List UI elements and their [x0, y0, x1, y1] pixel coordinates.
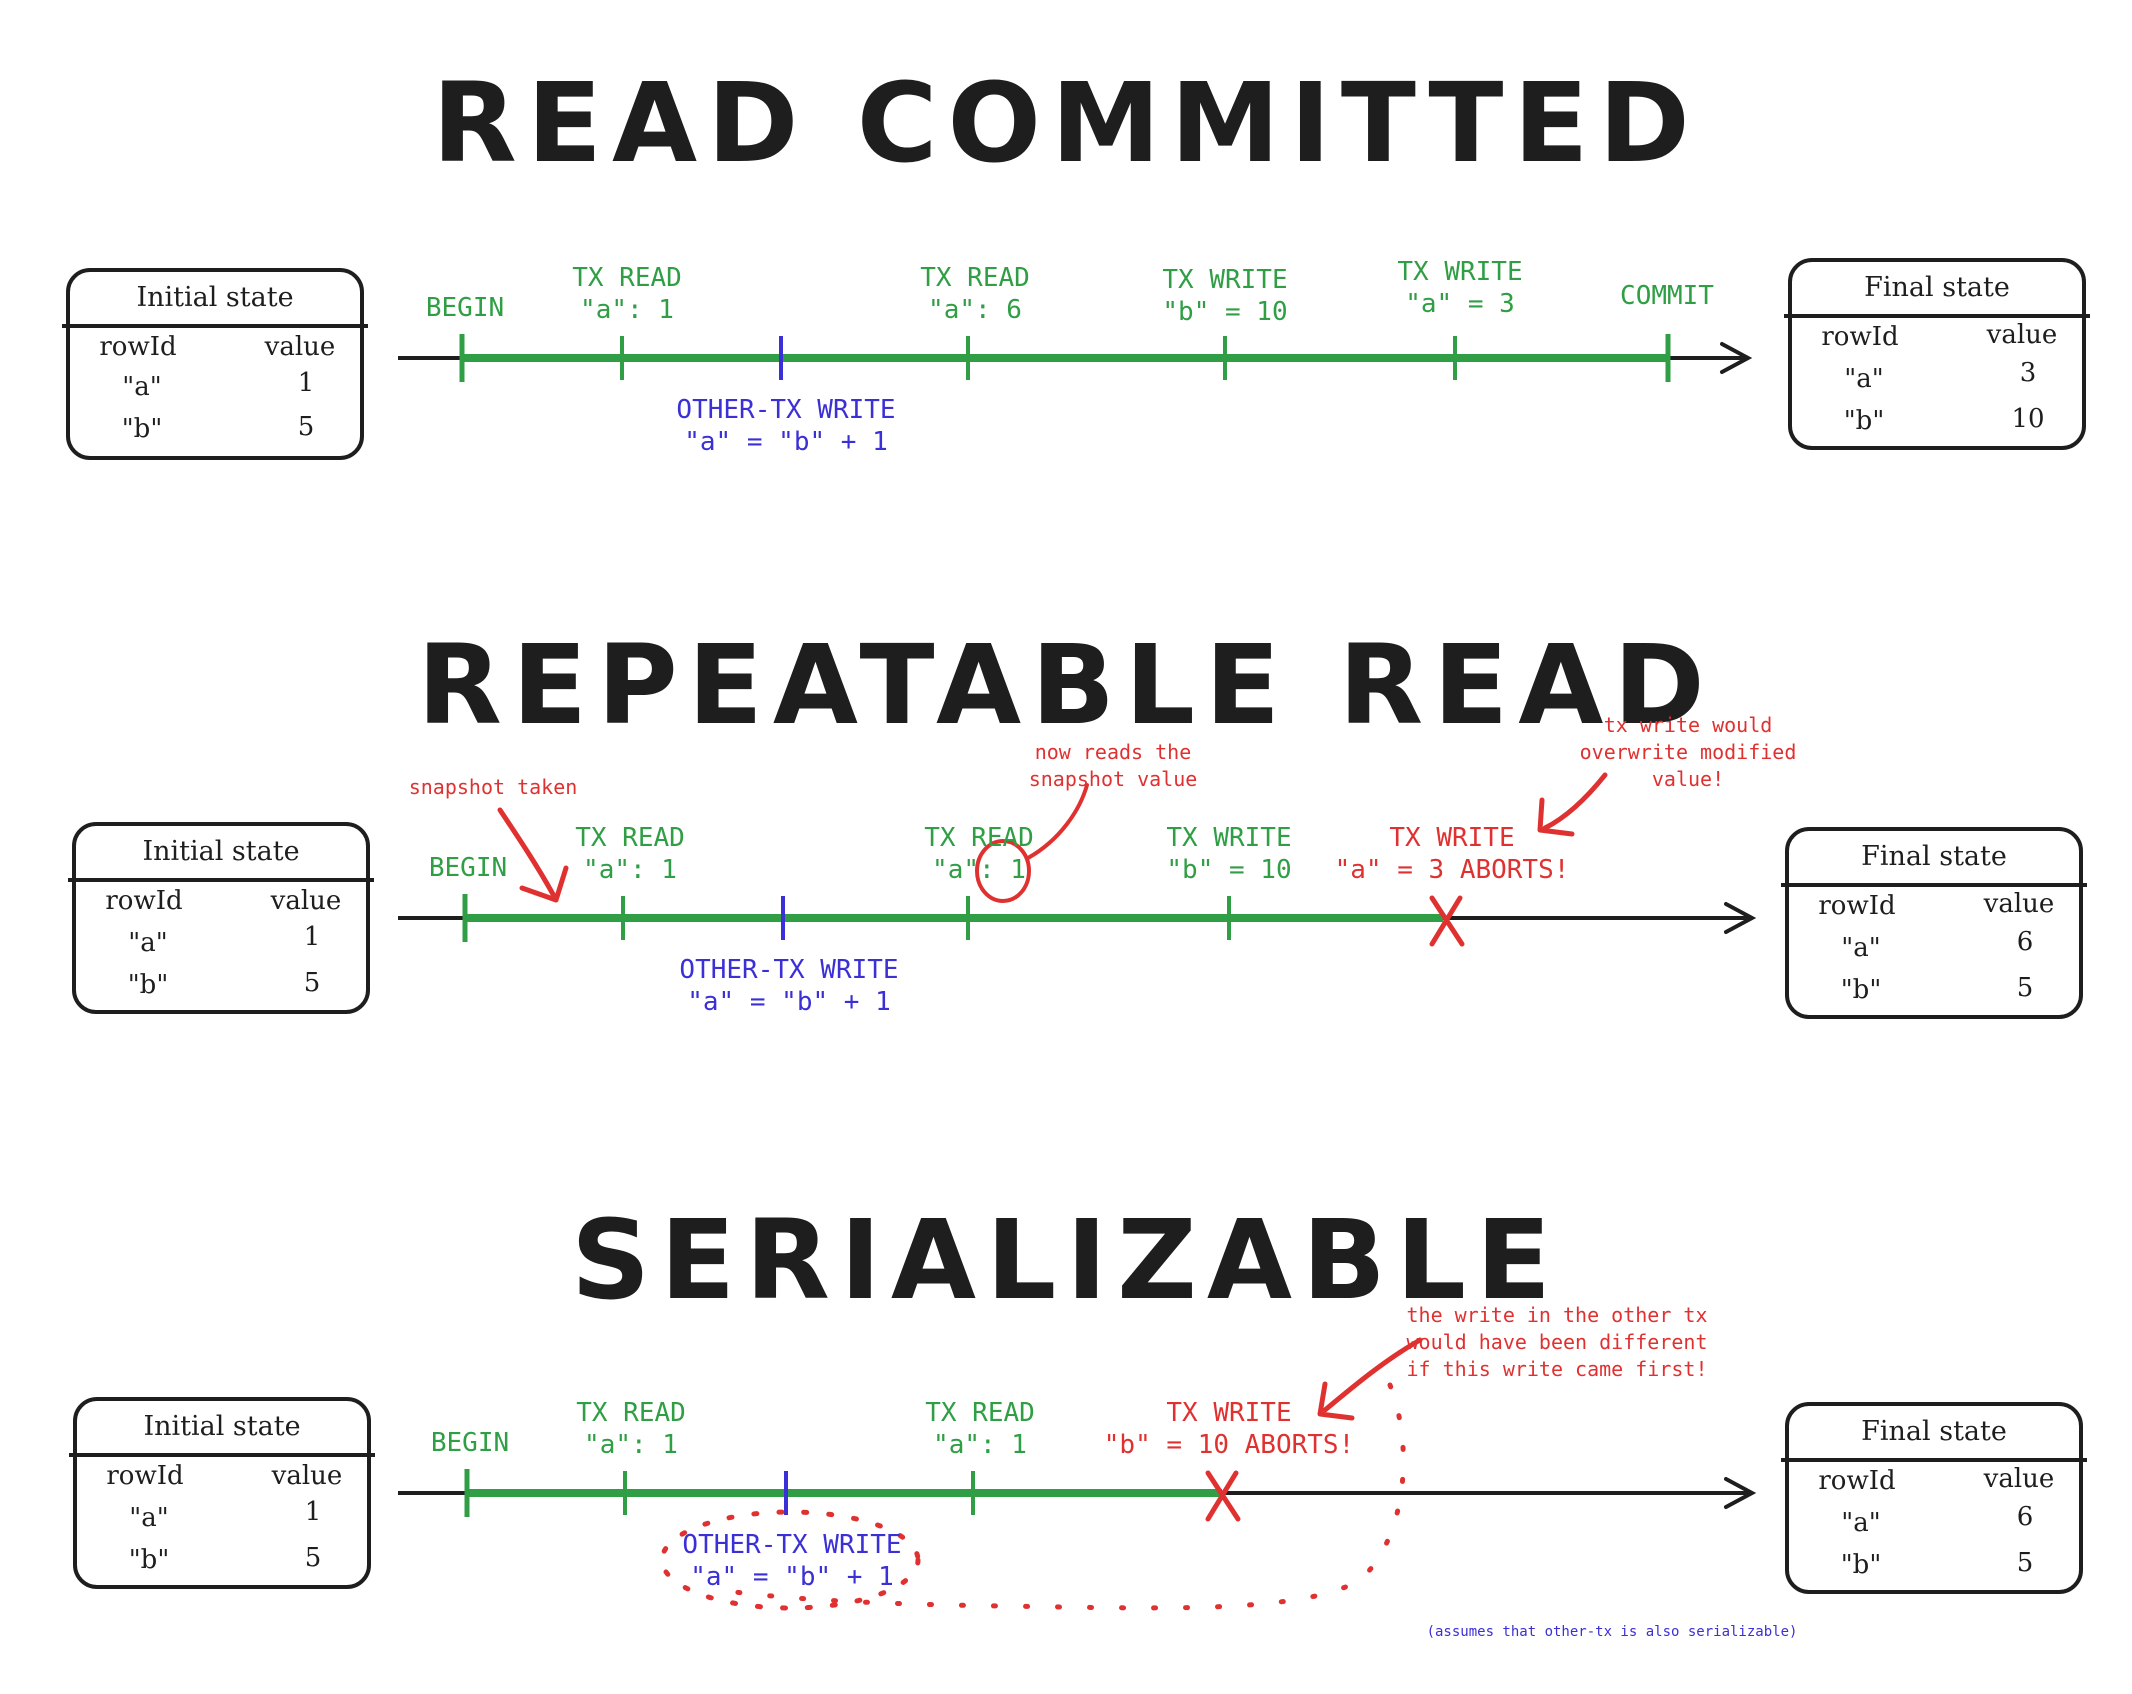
row-id: "a" — [128, 928, 168, 958]
row-value: 6 — [2016, 1502, 2034, 1532]
row-id: "b" — [1840, 975, 1882, 1005]
row-id: "b" — [1840, 1550, 1882, 1580]
column-header: rowId — [1818, 1466, 1896, 1496]
row-value: 1 — [304, 1497, 322, 1527]
overwrite-arrow-icon — [1542, 772, 1608, 831]
initial-state-table: Initial state rowId value "a" 1 "b" 5 — [69, 1397, 375, 1589]
timeline-read-committed — [398, 334, 1753, 382]
table-divider — [1781, 883, 2087, 887]
column-header: rowId — [105, 886, 183, 916]
event-label: TX WRITE"b" = 10 — [1166, 823, 1292, 885]
timeline-repeatable-read — [398, 772, 1757, 947]
event-label: TX READ"a": 1 — [924, 823, 1034, 885]
row-value: 6 — [2016, 927, 2034, 957]
row-id: "b" — [128, 1545, 170, 1575]
table-title: Initial state — [143, 1411, 301, 1442]
other-tx-label: OTHER-TX WRITE"a" = "b" + 1 — [676, 395, 896, 457]
abort-label: TX WRITE"a" = 3 ABORTS! — [1334, 823, 1570, 885]
section-title: SERIALIZABLE — [570, 1196, 1562, 1324]
abort-label: TX WRITE"b" = 10 ABORTS! — [1103, 1398, 1355, 1460]
row-id: "b" — [127, 970, 169, 1000]
final-state-table: Final state rowId value "a" 3 "b" 10 — [1784, 258, 2090, 450]
section-title: READ COMMITTED — [432, 59, 1700, 187]
note-snapshot-taken: snapshot taken — [408, 775, 578, 799]
section-title: REPEATABLE READ — [417, 621, 1715, 749]
row-value: 5 — [304, 1543, 322, 1573]
row-id: "a" — [1841, 1508, 1881, 1538]
column-header: value — [1986, 320, 2058, 350]
snapshot-arrow-icon — [497, 807, 558, 901]
event-label-begin: BEGIN — [430, 1428, 510, 1458]
table-title: Final state — [1861, 1416, 2007, 1447]
row-id: "a" — [1841, 933, 1881, 963]
column-header: rowId — [1818, 891, 1896, 921]
event-label: TX WRITE"b" = 10 — [1162, 265, 1288, 327]
row-id: "b" — [121, 414, 163, 444]
table-divider — [68, 878, 374, 882]
column-header: rowId — [106, 1461, 184, 1491]
table-title: Initial state — [142, 836, 300, 867]
event-label: TX READ"a": 6 — [920, 263, 1030, 325]
table-divider — [69, 1453, 375, 1457]
conflict-arrow-icon — [1322, 1337, 1423, 1413]
abort-cross-icon — [1429, 895, 1465, 947]
initial-state-table: Initial state rowId value "a" 1 "b" 5 — [62, 268, 368, 460]
row-id: "a" — [129, 1503, 169, 1533]
pointer-line-icon — [1026, 783, 1089, 860]
note-assumes-serializable: (assumes that other-tx is also serializa… — [1426, 1624, 1798, 1640]
column-header: value — [1983, 1464, 2055, 1494]
axis-arrow-icon — [1724, 902, 1757, 934]
column-header: rowId — [99, 332, 177, 362]
row-value: 5 — [297, 412, 315, 442]
row-id: "a" — [122, 372, 162, 402]
table-title: Initial state — [136, 282, 294, 313]
row-value: 3 — [2019, 358, 2037, 388]
event-label: TX READ"a": 1 — [572, 263, 682, 325]
column-header: rowId — [1821, 322, 1899, 352]
table-title: Final state — [1861, 841, 2007, 872]
dotted-highlight-ellipse — [659, 1509, 921, 1611]
circle-highlight-icon — [975, 839, 1031, 903]
event-label: TX WRITE"a" = 3 — [1397, 257, 1523, 319]
row-value: 5 — [2016, 1548, 2034, 1578]
event-label-commit: COMMIT — [1620, 281, 1714, 311]
row-value: 1 — [297, 368, 315, 398]
event-label-begin: BEGIN — [428, 853, 508, 883]
row-value: 5 — [303, 968, 321, 998]
column-header: value — [264, 332, 336, 362]
row-value: 5 — [2016, 973, 2034, 1003]
axis-arrow-icon — [1724, 1477, 1757, 1509]
final-state-table: Final state rowId value "a" 6 "b" 5 — [1781, 827, 2087, 1019]
axis-arrow-icon — [1720, 342, 1753, 374]
column-header: value — [270, 886, 342, 916]
column-header: value — [1983, 889, 2055, 919]
initial-state-table: Initial state rowId value "a" 1 "b" 5 — [68, 822, 374, 1014]
row-id: "b" — [1843, 406, 1885, 436]
row-id: "a" — [1844, 364, 1884, 394]
timeline-serializable — [398, 1337, 1757, 1611]
row-value: 10 — [2011, 404, 2045, 434]
column-header: value — [271, 1461, 343, 1491]
event-label: TX READ"a": 1 — [925, 1398, 1035, 1460]
event-label: TX READ"a": 1 — [575, 823, 685, 885]
table-divider — [62, 324, 368, 328]
event-label-begin: BEGIN — [425, 293, 505, 323]
other-tx-label: OTHER-TX WRITE"a" = "b" + 1 — [679, 955, 899, 1017]
other-tx-label: OTHER-TX WRITE"a" = "b" + 1 — [682, 1530, 902, 1592]
table-divider — [1781, 1458, 2087, 1462]
table-divider — [1784, 314, 2090, 318]
event-label: TX READ"a": 1 — [576, 1398, 686, 1460]
table-title: Final state — [1864, 272, 2010, 303]
abort-cross-icon — [1205, 1470, 1241, 1522]
row-value: 1 — [303, 922, 321, 952]
final-state-table: Final state rowId value "a" 6 "b" 5 — [1781, 1402, 2087, 1594]
